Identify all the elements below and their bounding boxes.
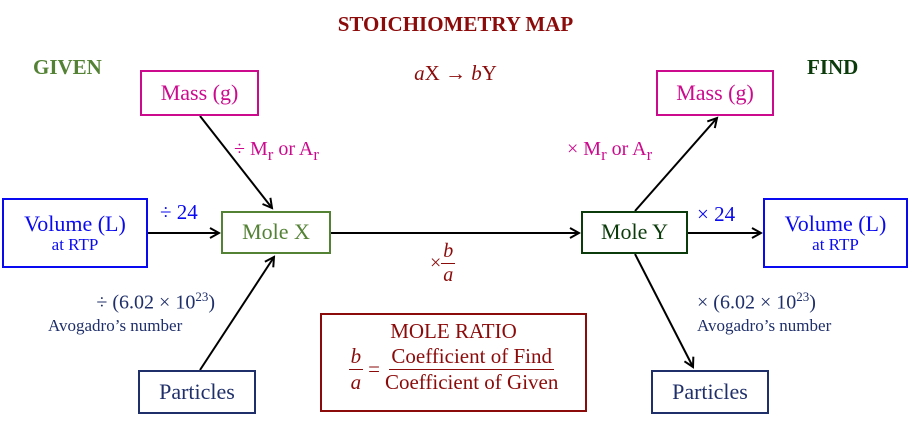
times-sign: ×	[430, 252, 442, 274]
given-volume-label: Volume (L)	[24, 210, 126, 236]
given-volume-operation: ÷ 24	[160, 200, 198, 224]
op-text: or A	[273, 138, 314, 160]
given-particles-operation: ÷ (6.02 × 1023)	[96, 289, 215, 315]
find-volume-sub: at RTP	[812, 234, 859, 254]
equals-sign: =	[368, 357, 380, 381]
reaction-equation: aX → bY	[0, 61, 911, 86]
given-heading: GIVEN	[33, 55, 102, 79]
mole-y-box: Mole Y	[581, 211, 688, 254]
op-sub: r	[646, 145, 653, 164]
op-exp: 23	[796, 289, 810, 304]
find-particles-label: Particles	[672, 378, 748, 404]
arrow-mole-y-to-mass	[634, 118, 717, 212]
given-mass-box: Mass (g)	[140, 70, 259, 116]
op-text: )	[208, 291, 215, 314]
lhs-numerator: b	[348, 344, 364, 370]
find-mass-box: Mass (g)	[656, 70, 774, 116]
coef-a: a	[414, 61, 425, 85]
mole-y-label: Mole Y	[600, 219, 668, 245]
lhs-denominator: a	[350, 370, 362, 394]
mole-ratio-title: MOLE RATIO	[390, 319, 517, 343]
find-avogadro-label: Avogadro’s number	[697, 316, 832, 335]
given-particles-label: Particles	[159, 378, 235, 404]
find-particles-box: Particles	[651, 370, 769, 414]
species-x: X →	[424, 61, 472, 85]
op-text: × (6.02 × 10	[697, 291, 797, 314]
given-mass-label: Mass (g)	[160, 79, 239, 105]
given-avogadro-label: Avogadro’s number	[48, 316, 183, 335]
species-y: Y	[481, 61, 497, 85]
coef-b: b	[471, 61, 482, 85]
mole-x-box: Mole X	[221, 211, 331, 254]
op-sub: r	[313, 145, 319, 164]
rhs-numerator: Coefficient of Find	[389, 344, 554, 370]
find-mass-label: Mass (g)	[676, 79, 754, 105]
op-text: )	[809, 291, 816, 314]
find-volume-label: Volume (L)	[784, 210, 887, 236]
arrow-mass-to-mole-x	[199, 115, 272, 208]
find-heading: FIND	[807, 55, 859, 79]
find-volume-box: Volume (L)at RTP	[763, 198, 908, 268]
op-text: or A	[606, 138, 647, 160]
op-exp: 23	[195, 289, 209, 304]
op-text: × M	[567, 138, 602, 160]
op-sub: r	[267, 145, 274, 164]
arrow-mole-y-to-particles	[634, 253, 693, 367]
ratio-denominator: a	[443, 264, 454, 286]
rhs-denominator: Coefficient of Given	[384, 370, 559, 394]
op-text: ÷ M	[234, 138, 268, 160]
given-mass-operation: ÷ Mr or Ar	[234, 138, 319, 165]
given-particles-box: Particles	[138, 370, 256, 414]
arrow-particles-to-mole-x	[199, 257, 274, 371]
find-mass-operation: × Mr or Ar	[567, 138, 652, 165]
given-volume-sub: at RTP	[51, 234, 99, 254]
mole-x-label: Mole X	[242, 219, 310, 245]
ratio-numerator: b	[441, 240, 456, 264]
given-volume-box: Volume (L)at RTP	[2, 198, 148, 268]
find-particles-operation: × (6.02 × 1023)	[697, 289, 816, 315]
page-title: STOICHIOMETRY MAP	[337, 12, 574, 36]
find-volume-operation: × 24	[697, 202, 736, 226]
op-sub: r	[601, 145, 607, 164]
op-text: ÷ (6.02 × 10	[96, 291, 196, 314]
